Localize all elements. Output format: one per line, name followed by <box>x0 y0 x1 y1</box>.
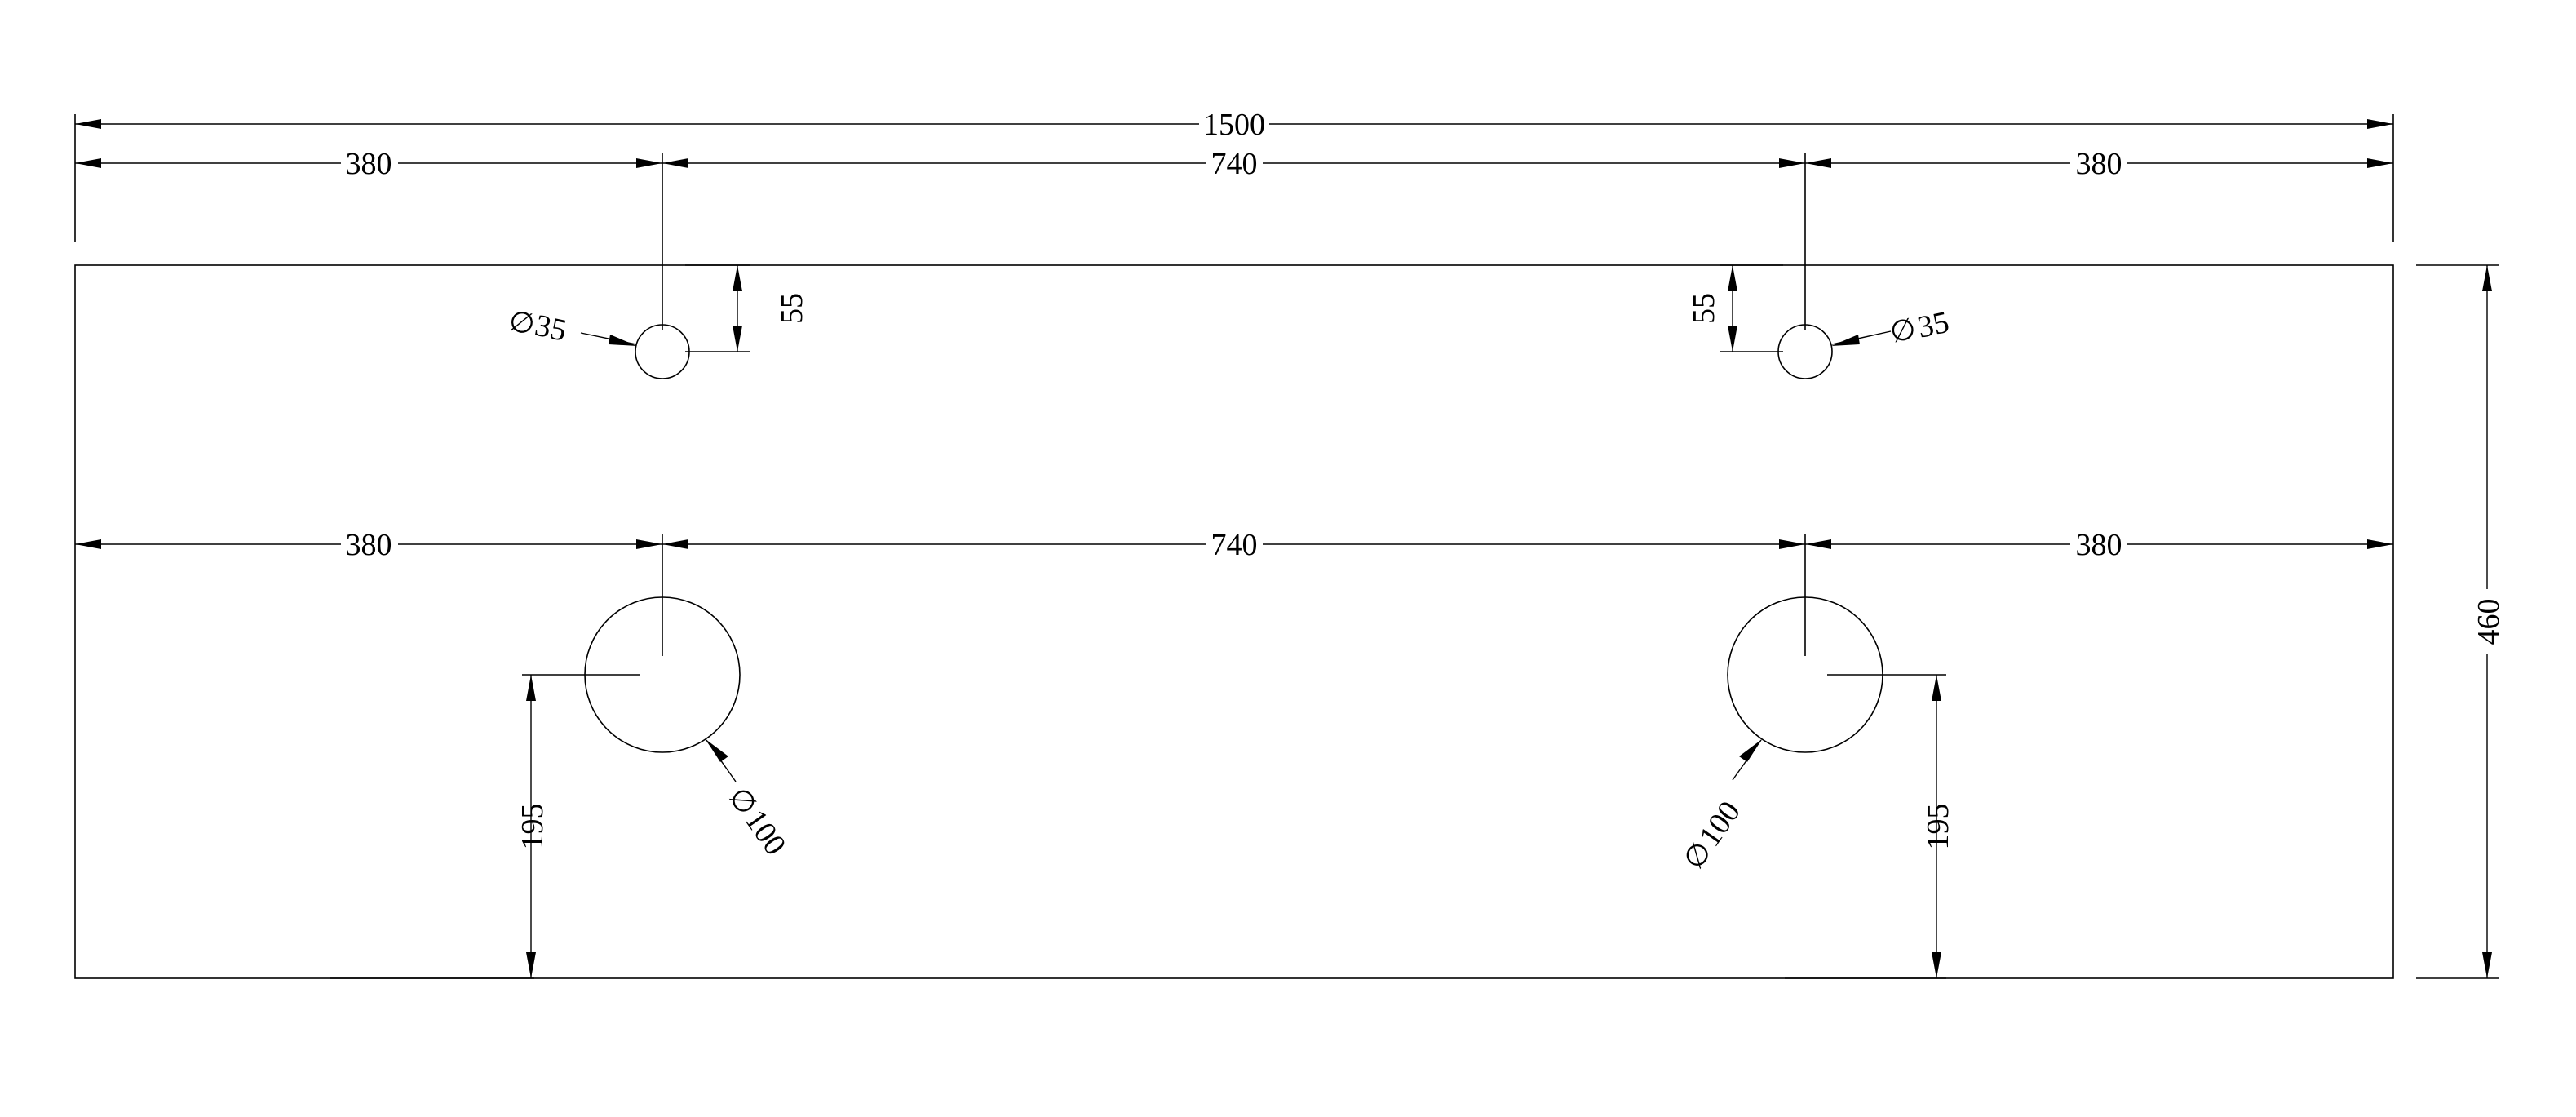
dimension-small-hole-left-offset: 55 <box>685 264 809 352</box>
small-hole-left-diameter-label: 35 <box>532 308 569 348</box>
top-middle-740-label: 740 <box>1211 147 1258 181</box>
dimension-overall-width: 1500 <box>75 108 2393 142</box>
small-hole-left <box>635 324 690 379</box>
large-hole-right-offset-label: 195 <box>1921 804 1955 850</box>
small-hole-right <box>1777 324 1833 379</box>
small-hole-left-diameter: ∅ 35 <box>506 304 637 348</box>
dimension-large-hole-right-offset: 195 <box>1785 674 1955 979</box>
large-hole-left-offset-label: 195 <box>516 804 550 850</box>
small-hole-right-diameter-label: 35 <box>1914 305 1952 345</box>
small-hole-right-diameter: ∅ 35 <box>1831 305 1952 350</box>
overall-height-label: 460 <box>2472 599 2506 645</box>
top-left-380-label: 380 <box>346 147 392 181</box>
overall-width-label: 1500 <box>1203 108 1265 142</box>
dimension-overall-height: 460 <box>2416 264 2506 979</box>
dimension-top-row: 380 740 380 <box>75 147 2393 181</box>
mid-middle-740-label: 740 <box>1211 528 1258 562</box>
large-hole-left-diameter: ∅ 100 <box>706 739 793 862</box>
mid-left-380-label: 380 <box>346 528 392 562</box>
panel-outline <box>74 264 2394 979</box>
small-hole-right-offset-label: 55 <box>1687 293 1721 324</box>
mid-right-380-label: 380 <box>2076 528 2122 562</box>
dimension-large-hole-left-offset: 195 <box>330 674 640 979</box>
small-hole-right-diameter-symbol: ∅ <box>1887 312 1919 350</box>
small-hole-left-offset-label: 55 <box>775 293 809 324</box>
dimension-small-hole-right-offset: 55 <box>1687 264 1783 352</box>
large-hole-right-diameter: ∅ 100 <box>1677 739 1762 875</box>
dimension-middle-row: 380 740 380 <box>75 528 2393 562</box>
top-right-380-label: 380 <box>2076 147 2122 181</box>
